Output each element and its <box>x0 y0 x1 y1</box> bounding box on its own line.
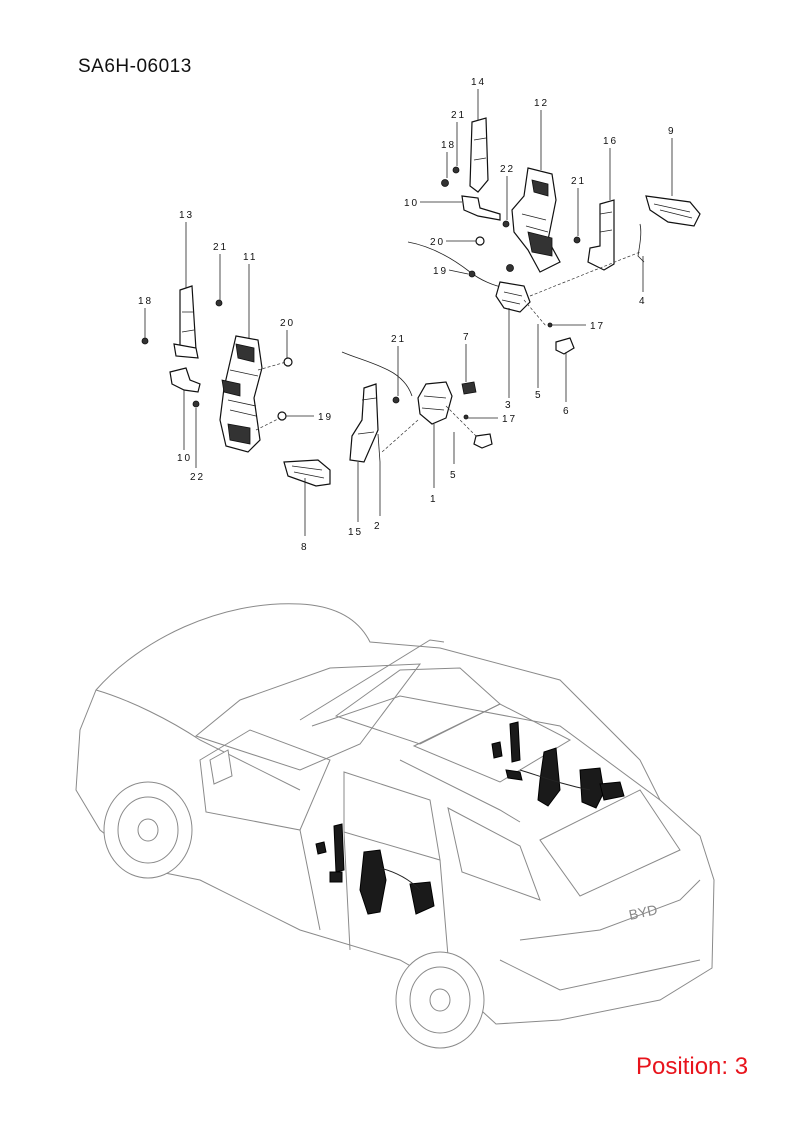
callout-label: 16 <box>603 136 618 147</box>
position-label: Position: 3 <box>636 1053 749 1080</box>
callout-labels: 14 21 12 18 22 16 9 10 21 20 19 4 <box>138 77 676 553</box>
part-14-guide-rail <box>469 117 489 193</box>
callout-label: 13 <box>179 210 194 221</box>
rear-door-mechanisms <box>491 721 625 809</box>
part-9-outer-handle <box>645 195 701 227</box>
svg-text:BYD: BYD <box>627 901 658 923</box>
part-6-striker <box>555 337 575 355</box>
callout-label: 10 <box>177 453 192 464</box>
part-2-rod <box>377 433 381 463</box>
part-21-bolt <box>452 166 460 174</box>
callout-label: 7 <box>463 332 471 343</box>
callout-label: 15 <box>348 527 363 538</box>
part-10-lower-link <box>169 367 201 408</box>
callout-label: 2 <box>374 521 382 532</box>
callout-label: 5 <box>450 470 458 481</box>
callout-label: 4 <box>639 296 647 307</box>
callout-label: 20 <box>430 237 445 248</box>
callout-label: 17 <box>590 321 605 332</box>
callout-label: 10 <box>404 198 419 209</box>
diagram-code: SA6H-06013 <box>78 56 192 77</box>
part-15-guide-rail <box>349 383 379 463</box>
callout-label: 17 <box>502 414 517 425</box>
front-door-mechanisms <box>315 823 435 915</box>
part-7-cap <box>461 381 477 395</box>
callout-label: 3 <box>505 400 513 411</box>
callout-label: 1 <box>430 494 438 505</box>
part-21-cable <box>341 351 413 397</box>
callout-label: 19 <box>433 266 448 277</box>
part-13-guide-rail <box>173 285 199 359</box>
callout-label: 22 <box>190 472 205 483</box>
callout-label: 6 <box>563 406 571 417</box>
part-1-door-latch <box>417 381 453 425</box>
callout-label: 22 <box>500 164 515 175</box>
callout-label: 5 <box>535 390 543 401</box>
callout-label: 21 <box>451 110 466 121</box>
callout-label: 20 <box>280 318 295 329</box>
callout-label: 14 <box>471 77 486 88</box>
callout-label: 11 <box>243 252 257 263</box>
part-11-window-regulator <box>219 335 263 453</box>
callout-label: 21 <box>571 176 586 187</box>
exploded-parts-diagram: 14 21 12 18 22 16 9 10 21 20 19 4 <box>138 77 701 553</box>
callout-label: 12 <box>534 98 549 109</box>
callout-label: 8 <box>301 542 309 553</box>
callout-label: 21 <box>391 334 406 345</box>
part-6-striker-front <box>473 433 493 449</box>
callout-label: 18 <box>138 296 153 307</box>
part-3-door-latch <box>495 281 531 313</box>
callout-label: 19 <box>318 412 333 423</box>
callout-label: 21 <box>213 242 228 253</box>
part-16-bracket <box>587 199 615 271</box>
part-12-window-regulator <box>511 167 561 273</box>
callout-label: 18 <box>441 140 456 151</box>
part-8-inner-handle <box>283 459 331 487</box>
callout-label: 9 <box>668 126 676 137</box>
part-18-bolt <box>441 179 449 187</box>
part-10-upper-link <box>461 195 510 228</box>
part-4-rod <box>637 223 645 263</box>
